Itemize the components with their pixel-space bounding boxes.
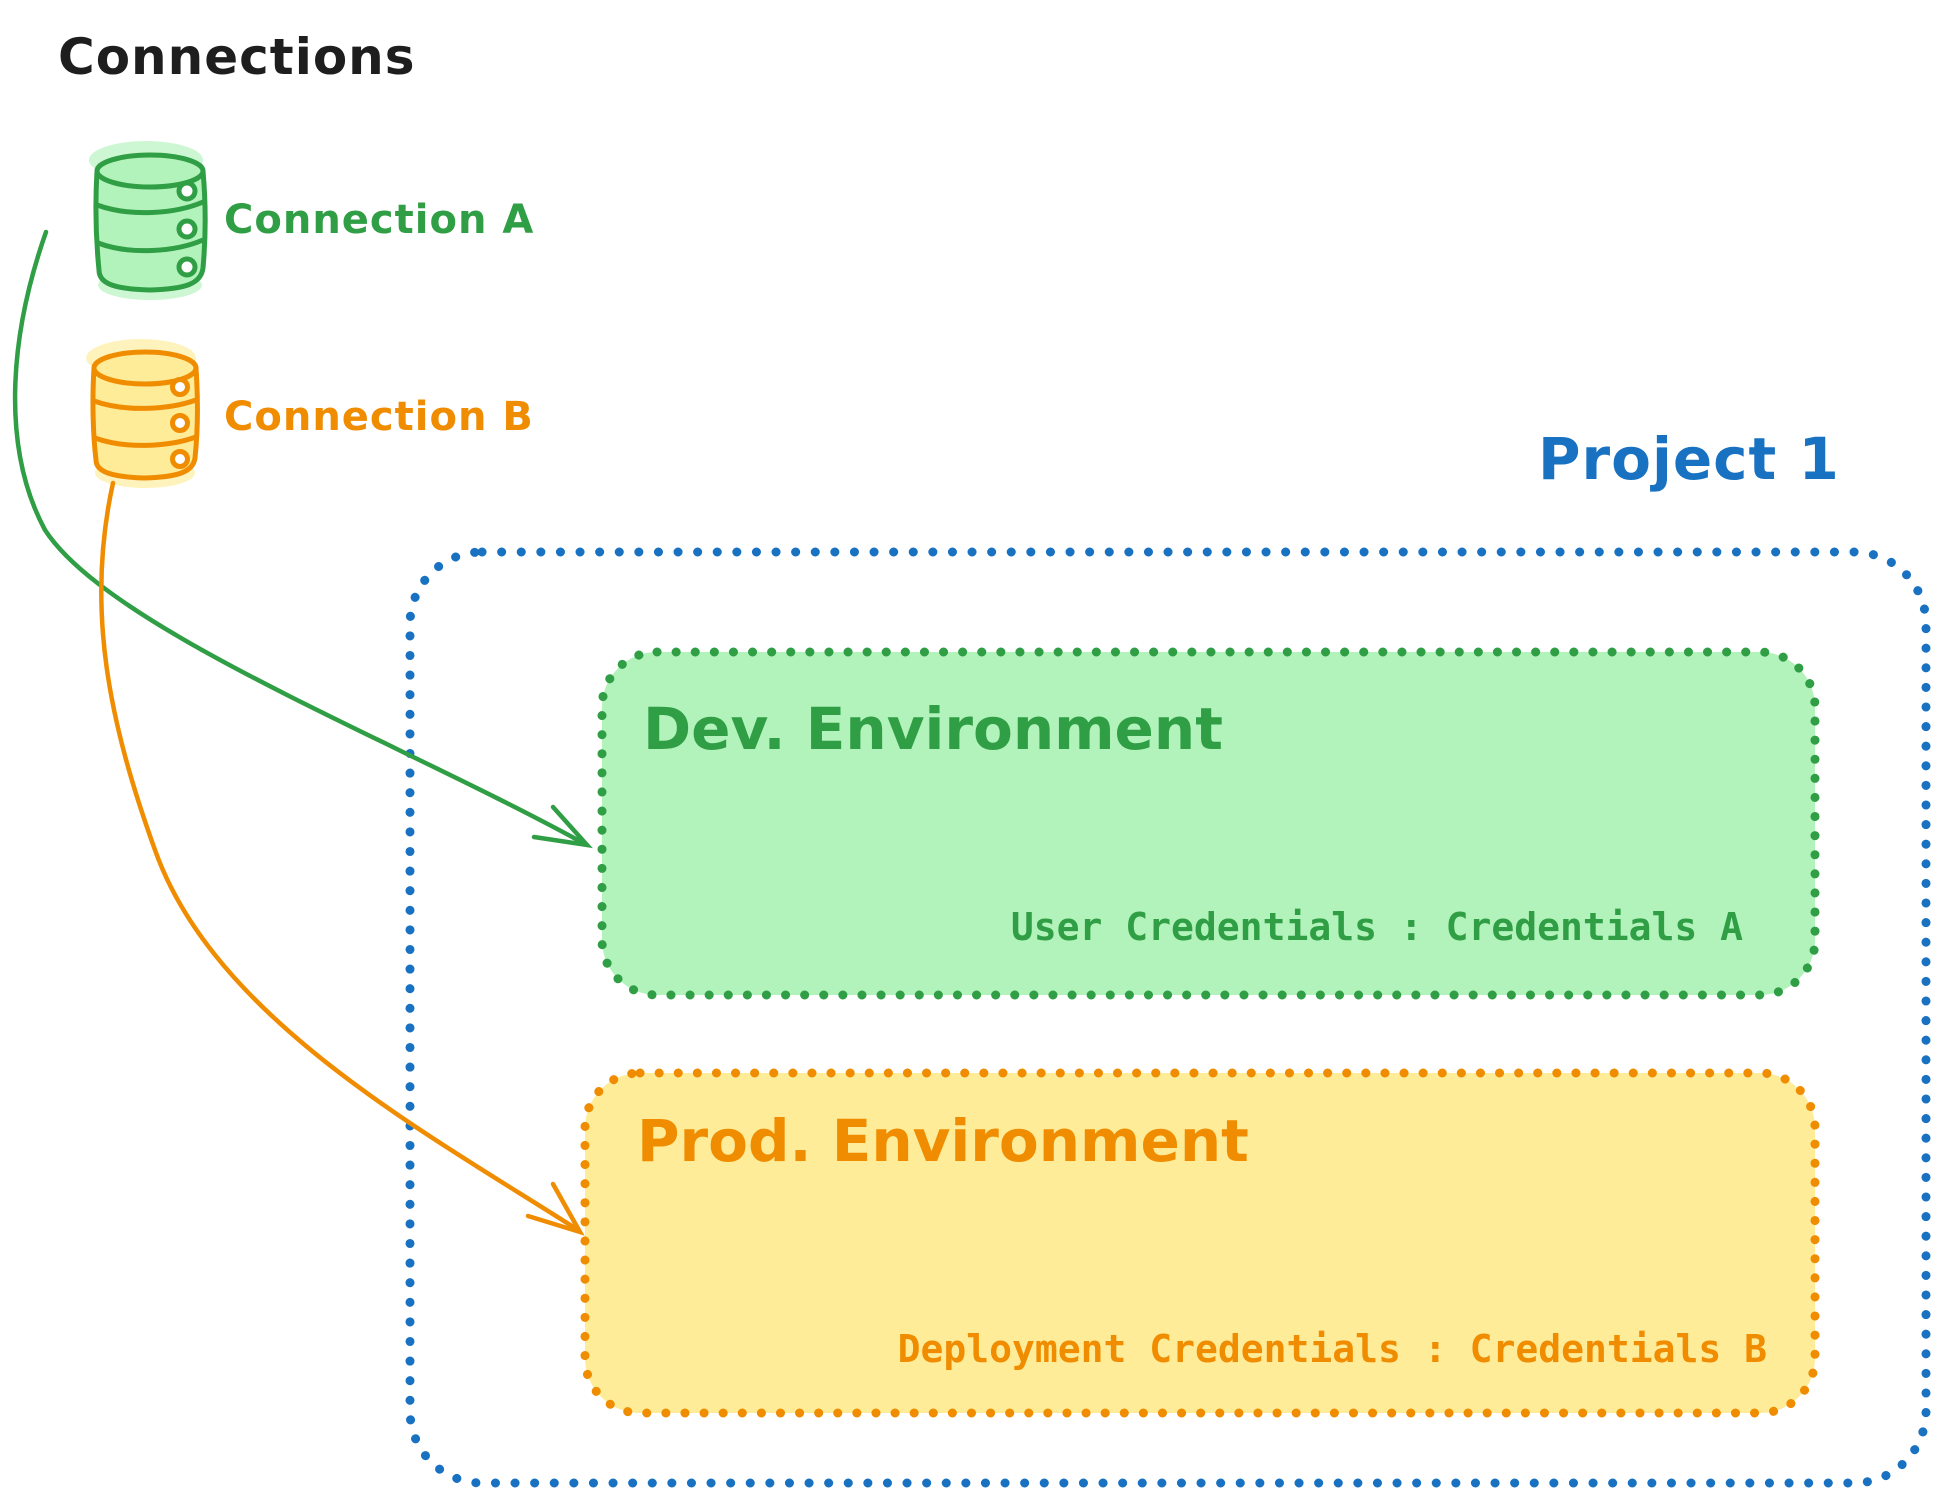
connection-b-database-icon: [86, 339, 200, 488]
connection-b-arrow: [98, 480, 585, 1236]
connection-a-database-icon: [89, 141, 208, 300]
dev-environment-box: [597, 647, 1820, 1000]
project-1-box: [405, 547, 1931, 1488]
connection-a-label: Connection A: [224, 197, 535, 243]
dev-environment-credentials: User Credentials : Credentials A: [1010, 905, 1743, 949]
project-1-title: Project 1: [1538, 425, 1840, 493]
connections-title: Connections: [58, 28, 416, 86]
prod-environment-title: Prod. Environment: [637, 1107, 1249, 1175]
dev-environment-title: Dev. Environment: [643, 695, 1223, 763]
connection-a-arrow: [12, 229, 593, 849]
prod-environment-box: [580, 1068, 1820, 1418]
connection-b-label: Connection B: [224, 394, 534, 440]
prod-environment-credentials: Deployment Credentials : Credentials B: [897, 1327, 1767, 1371]
